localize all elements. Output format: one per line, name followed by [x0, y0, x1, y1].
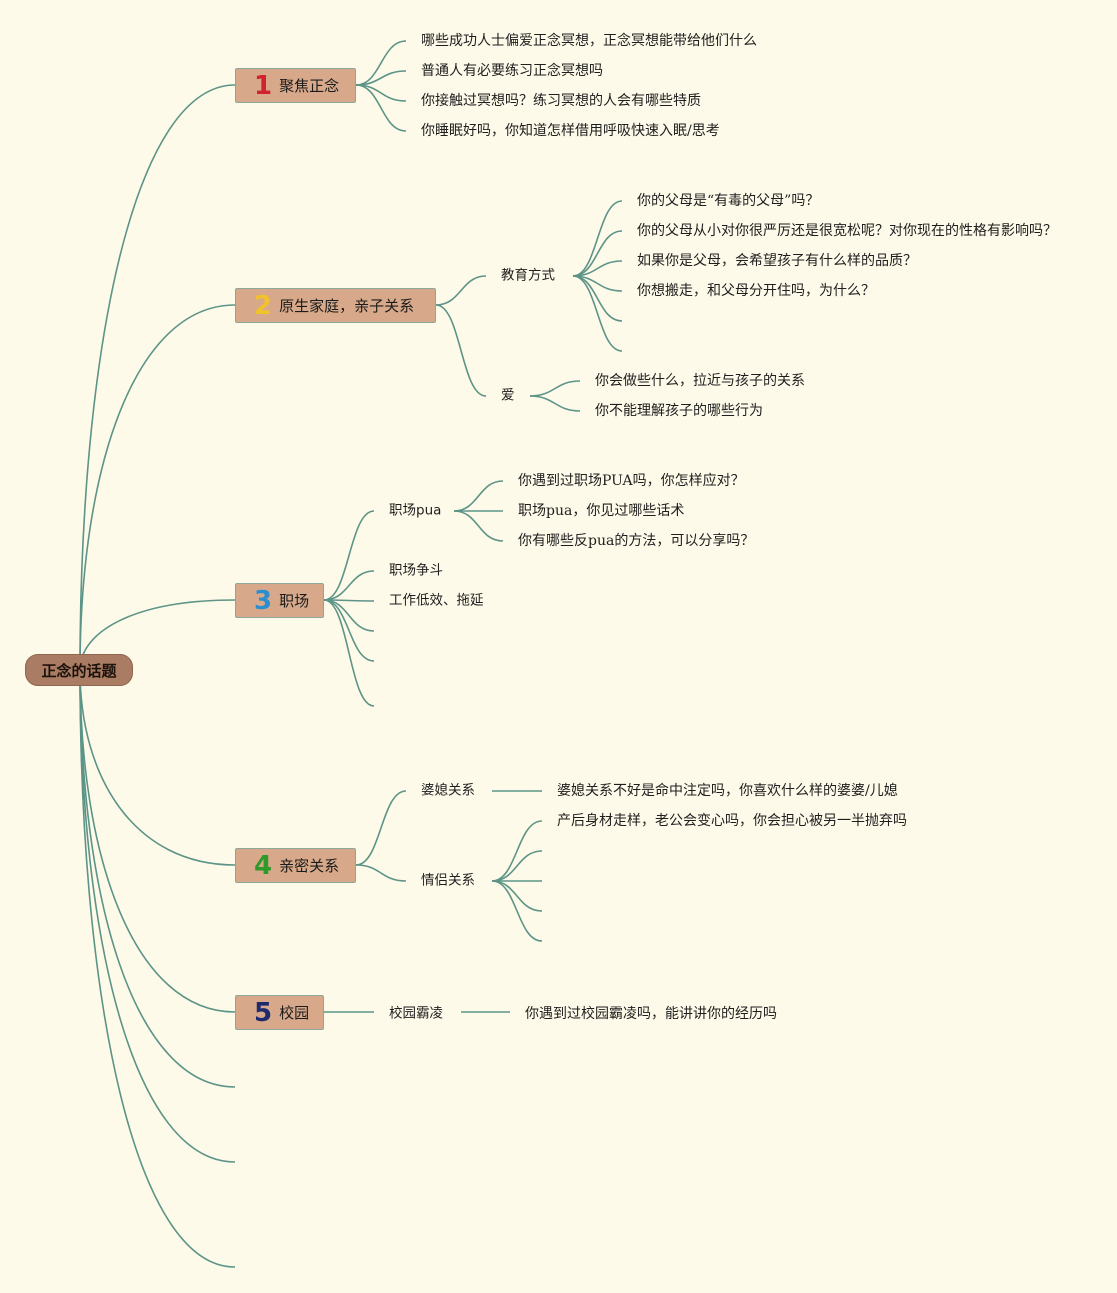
root-branch-6: [79, 669, 236, 1088]
t4-sub-inlaws[interactable]: 婆媳关系: [421, 782, 475, 799]
root-branch-7: [79, 669, 236, 1163]
t3-sub-procrastination[interactable]: 工作低效、拖延: [389, 592, 484, 609]
t3-pua-leaf-2[interactable]: 职场pua，你见过哪些话术: [518, 503, 685, 519]
t2-love-leaf-2[interactable]: 你不能理解孩子的哪些行为: [595, 403, 763, 419]
root-branch-5: [79, 669, 236, 1013]
t4-sub-couple[interactable]: 情侣关系: [421, 872, 475, 889]
branch-connector-27: [323, 599, 375, 662]
branch-connector-13: [435, 275, 487, 306]
t1-leaf-4[interactable]: 你睡眠好吗，你知道怎样借用呼吸快速入眠/思考: [421, 123, 720, 139]
branch-connector-20: [572, 275, 623, 352]
topic-1[interactable]: 1 聚焦正念: [235, 68, 356, 103]
topic-3[interactable]: 3 职场: [235, 583, 324, 618]
branch-connector-16: [572, 230, 623, 277]
t3-pua-leaf-3[interactable]: 你有哪些反pua的方法，可以分享吗？: [518, 533, 755, 549]
t2-sub-love[interactable]: 爱: [501, 387, 515, 404]
t3-pua-leaf-1[interactable]: 你遇到过职场PUA吗，你怎样应对？: [518, 473, 745, 489]
branch-connector-31: [453, 510, 504, 542]
branch-connector-28: [323, 599, 375, 707]
branch-connector-29: [453, 480, 504, 512]
t1-leaf-2[interactable]: 普通人有必要练习正念冥想吗: [421, 63, 603, 79]
root-label: 正念的话题: [41, 661, 117, 680]
topic-4[interactable]: 4 亲密关系: [235, 848, 356, 883]
branch-connector-35: [491, 820, 543, 882]
topic-label-2: 原生家庭，亲子关系: [279, 297, 415, 315]
branch-connector-38: [491, 880, 543, 912]
topic-5[interactable]: 5 校园: [235, 995, 324, 1030]
topic-label-4: 亲密关系: [279, 857, 340, 875]
branch-connector-15: [572, 200, 623, 277]
branch-connector-22: [529, 395, 581, 412]
topic-label-5: 校园: [279, 1004, 310, 1022]
branch-connector-32: [355, 790, 407, 866]
t1-leaf-1[interactable]: 哪些成功人士偏爱正念冥想，正念冥想能带给他们什么: [421, 33, 757, 49]
root-branch-8: [79, 669, 236, 1268]
t2-edu-leaf-1[interactable]: 你的父母是“有毒的父母”吗？: [637, 193, 820, 209]
branch-connector-24: [323, 570, 375, 601]
topic-number-1: 1: [254, 70, 273, 101]
branch-connector-36: [491, 850, 543, 882]
t2-edu-leaf-4[interactable]: 你想搬走，和父母分开住吗，为什么？: [637, 283, 875, 299]
t1-leaf-3[interactable]: 你接触过冥想吗？练习冥想的人会有哪些特质: [421, 93, 701, 109]
branch-connector-9: [355, 40, 407, 86]
t2-edu-leaf-2[interactable]: 你的父母从小对你很严厉还是很宽松呢？对你现在的性格有影响吗？: [637, 223, 1057, 239]
topic-label-3: 职场: [279, 592, 310, 610]
t3-sub-conflict[interactable]: 职场争斗: [389, 562, 443, 579]
t4-inlaws-leaf-1[interactable]: 婆媳关系不好是命中注定吗，你喜欢什么样的婆婆/儿媳: [557, 783, 898, 799]
t2-edu-leaf-3[interactable]: 如果你是父母，会希望孩子有什么样的品质？: [637, 253, 917, 269]
branch-connector-12: [355, 84, 407, 132]
branch-connector-23: [323, 510, 375, 601]
topic-2[interactable]: 2 原生家庭，亲子关系: [235, 288, 436, 323]
root-node[interactable]: 正念的话题: [25, 654, 133, 686]
topic-number-2: 2: [254, 290, 273, 321]
topic-number-5: 5: [254, 997, 273, 1028]
root-branch-4: [79, 669, 236, 866]
t2-sub-education[interactable]: 教育方式: [501, 267, 555, 284]
topic-label-1: 聚焦正念: [279, 77, 340, 95]
branch-connector-33: [355, 864, 407, 882]
topic-number-4: 4: [254, 850, 273, 881]
root-branch-2: [79, 304, 236, 671]
root-branch-1: [79, 84, 236, 671]
t5-sub-bullying[interactable]: 校园霸凌: [389, 1005, 443, 1022]
t4-couple-leaf-1[interactable]: 产后身材走样，老公会变心吗，你会担心被另一半抛弃吗: [557, 813, 907, 829]
t5-bullying-leaf-1[interactable]: 你遇到过校园霸凌吗，能讲讲你的经历吗: [525, 1006, 777, 1022]
t2-love-leaf-1[interactable]: 你会做些什么，拉近与孩子的关系: [595, 373, 805, 389]
branch-connector-21: [529, 380, 581, 397]
branch-connector-39: [491, 880, 543, 942]
topic-number-3: 3: [254, 585, 273, 616]
t3-sub-pua[interactable]: 职场pua: [389, 502, 442, 519]
branch-connector-14: [435, 304, 487, 397]
